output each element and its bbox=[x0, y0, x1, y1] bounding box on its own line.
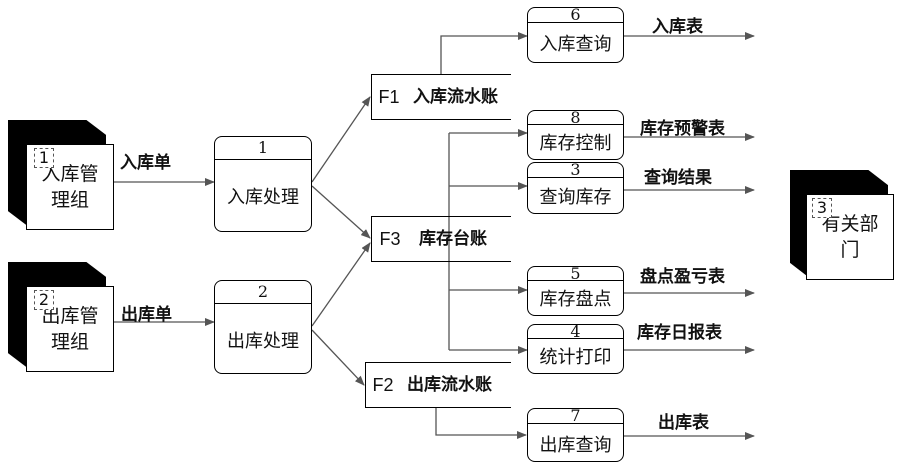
process-divider bbox=[215, 303, 311, 304]
f1-to-p6-line bbox=[440, 32, 528, 74]
flow-label-inventory-report: 盘点盈亏表 bbox=[640, 267, 725, 287]
store-label: 库存台账 bbox=[419, 229, 487, 249]
p2-to-f3-line bbox=[311, 242, 371, 327]
entity-number: 2 bbox=[34, 290, 54, 310]
store-frame bbox=[365, 362, 403, 408]
process-label: 查询库存 bbox=[539, 187, 612, 208]
entity-face: 入库管理组 bbox=[26, 144, 114, 230]
store-outbound-ledger: F2 出库流水账 bbox=[365, 362, 511, 408]
entity-inbound-team: 入库管理组 1 bbox=[8, 120, 114, 230]
process-number: 4 bbox=[570, 322, 581, 341]
store-inbound-ledger: F1 入库流水账 bbox=[371, 74, 511, 120]
entity-number: 3 bbox=[812, 198, 832, 218]
store-stock-ledger: F3 库存台账 bbox=[371, 216, 511, 262]
process-number: 3 bbox=[570, 160, 581, 179]
entity-number: 1 bbox=[34, 148, 54, 168]
process-outbound-query: 7 出库查询 bbox=[527, 406, 624, 462]
store-bottom-line bbox=[403, 407, 511, 408]
process-label: 入库查询 bbox=[539, 34, 612, 55]
process-label: 库存控制 bbox=[539, 133, 612, 154]
p2-to-f2-line bbox=[311, 329, 365, 386]
entity-label: 入库管理组 bbox=[41, 163, 99, 211]
entity-label: 出库管理组 bbox=[41, 305, 99, 353]
store-top-line bbox=[409, 216, 511, 217]
process-divider bbox=[528, 280, 623, 281]
process-number: 6 bbox=[570, 5, 581, 24]
process-label: 统计打印 bbox=[539, 347, 612, 368]
process-stock-query: 3 查询库存 bbox=[527, 160, 624, 214]
process-inbound-query: 6 入库查询 bbox=[527, 5, 624, 63]
process-number: 8 bbox=[570, 108, 581, 127]
process-label: 库存盘点 bbox=[539, 289, 612, 310]
flow-label-stock-warning: 库存预警表 bbox=[640, 119, 725, 139]
process-stocktaking: 5 库存盘点 bbox=[527, 264, 624, 316]
process-stock-control: 8 库存控制 bbox=[527, 108, 624, 160]
process-statistics-print: 4 统计打印 bbox=[527, 322, 624, 374]
store-label: 入库流水账 bbox=[413, 87, 498, 107]
store-bottom-line bbox=[409, 119, 511, 120]
p1-to-f3-line bbox=[311, 185, 371, 239]
store-top-line bbox=[409, 74, 511, 75]
store-frame bbox=[371, 74, 409, 120]
flow-label-daily-report: 库存日报表 bbox=[637, 323, 722, 343]
process-divider bbox=[528, 124, 623, 125]
store-id: F2 bbox=[372, 375, 394, 395]
store-top-line bbox=[403, 362, 511, 363]
process-number: 5 bbox=[570, 264, 581, 283]
flow-label-in-table: 入库表 bbox=[652, 17, 703, 37]
process-number: 2 bbox=[257, 282, 269, 301]
flow-label-out-table: 出库表 bbox=[658, 413, 709, 433]
store-id: F3 bbox=[379, 229, 401, 249]
process-outbound: 2 出库处理 bbox=[214, 280, 312, 374]
process-divider bbox=[528, 338, 623, 339]
flow-label-out-doc: 出库单 bbox=[121, 305, 172, 325]
process-divider bbox=[528, 423, 623, 424]
process-label: 出库处理 bbox=[227, 331, 299, 352]
process-divider bbox=[528, 22, 623, 23]
p1-to-f1-line bbox=[311, 96, 371, 183]
process-label: 出库查询 bbox=[539, 435, 612, 456]
store-id: F1 bbox=[378, 87, 400, 107]
store-label: 出库流水账 bbox=[407, 375, 492, 395]
process-number: 1 bbox=[257, 138, 269, 157]
process-divider bbox=[215, 159, 311, 160]
entity-outbound-team: 出库管理组 2 bbox=[8, 262, 114, 372]
process-label: 入库处理 bbox=[227, 187, 299, 208]
entity-label: 有关部门 bbox=[821, 213, 879, 261]
store-frame bbox=[371, 216, 409, 262]
store-bottom-line bbox=[409, 261, 511, 262]
process-number: 7 bbox=[570, 406, 581, 425]
f2-to-p7-line bbox=[435, 408, 527, 439]
flow-label-in-doc: 入库单 bbox=[120, 153, 171, 173]
process-inbound: 1 入库处理 bbox=[214, 136, 312, 232]
flow-label-query-result: 查询结果 bbox=[644, 168, 712, 188]
process-divider bbox=[528, 177, 623, 178]
entity-related-departments: 有关部门 3 bbox=[790, 170, 896, 282]
